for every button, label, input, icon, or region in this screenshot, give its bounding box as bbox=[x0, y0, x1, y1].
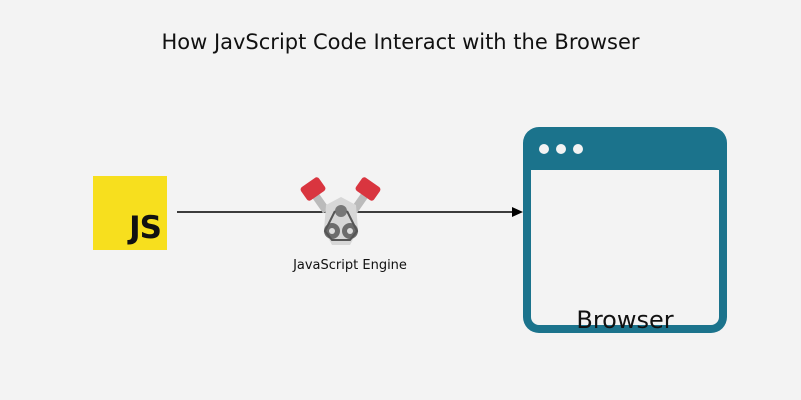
engine-icon bbox=[300, 177, 381, 245]
engine-label: JavaScript Engine bbox=[293, 258, 407, 273]
window-dot-icon bbox=[556, 144, 566, 154]
window-dot-icon bbox=[573, 144, 583, 154]
diagram-title: How JavScript Code Interact with the Bro… bbox=[161, 30, 640, 54]
window-dot-icon bbox=[539, 144, 549, 154]
browser-label: Browser bbox=[576, 306, 674, 334]
javascript-logo: JS bbox=[93, 176, 167, 250]
browser-window-icon bbox=[523, 127, 727, 333]
js-logo-text: JS bbox=[129, 210, 162, 246]
